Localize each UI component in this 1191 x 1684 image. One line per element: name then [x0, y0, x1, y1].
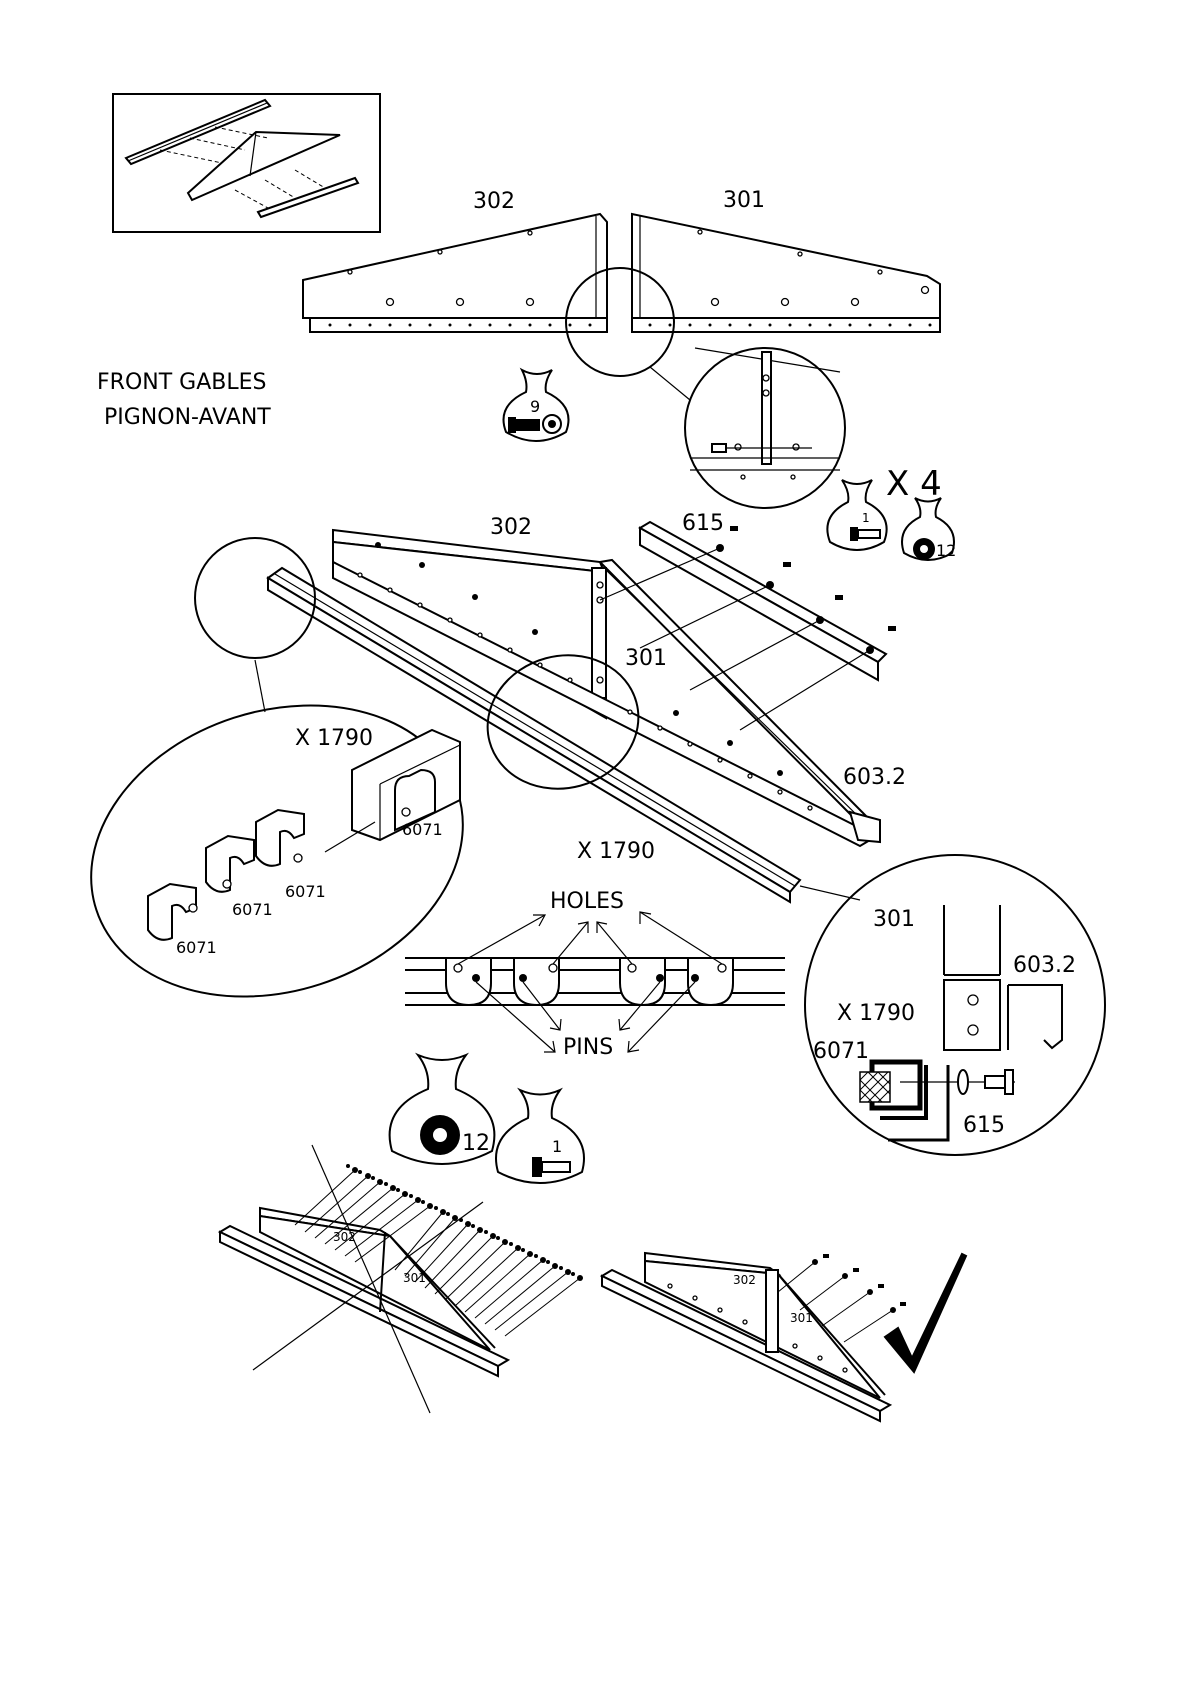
- label-301-correct: 301: [790, 1311, 813, 1325]
- quantity-x1790-detail: X 1790: [295, 726, 373, 751]
- bolt-icon: [508, 417, 540, 433]
- bag-count-washer-top: 12: [936, 541, 956, 560]
- bag-count-screw: 1: [552, 1137, 562, 1156]
- label-615-main: 615: [682, 511, 724, 536]
- label-6071-c: 6071: [232, 900, 273, 919]
- bag-count-bolt-nut: 9: [530, 397, 540, 416]
- label-6071-d: 6071: [176, 938, 217, 957]
- label-302-top: 302: [473, 189, 515, 214]
- label-6032-detail: 603.2: [1013, 953, 1076, 978]
- label-6071-b: 6071: [285, 882, 326, 901]
- parts-bag-bolt-nut: 9: [504, 370, 569, 441]
- slider-piece: [256, 810, 304, 866]
- bag-count-washer: 12: [462, 1131, 490, 1156]
- title-fr: PIGNON-AVANT: [104, 405, 271, 430]
- screw-icon: [850, 527, 880, 541]
- title-en: FRONT GABLES: [97, 370, 266, 395]
- label-6032-main: 603.2: [843, 765, 906, 790]
- parts-bag-screw: 1: [496, 1090, 584, 1183]
- slider-piece: [206, 836, 254, 892]
- slider-detail: [53, 659, 501, 1043]
- parts-bag-washer-top: 12: [902, 498, 956, 560]
- label-302-main: 302: [490, 515, 532, 540]
- label-615-detail: 615: [963, 1113, 1005, 1138]
- washer-icon: [913, 538, 935, 560]
- washer-icon: [420, 1115, 460, 1155]
- holes-pins-diagram: [405, 912, 785, 1052]
- label-302-correct: 302: [733, 1273, 756, 1287]
- label-6071-detail: 6071: [813, 1039, 869, 1064]
- parts-bag-screw-top: 1: [827, 480, 886, 550]
- quantity-x4: X 4: [886, 464, 942, 504]
- label-302-incorrect: 302: [333, 1230, 356, 1244]
- overview-inset: [113, 94, 380, 232]
- gable-301-top: [632, 214, 940, 332]
- screw-icon: [985, 1070, 1013, 1094]
- callout-holes: HOLES: [550, 889, 624, 914]
- slider-piece: [148, 884, 197, 940]
- assembly-incorrect: [220, 1145, 583, 1413]
- label-301-main: 301: [625, 646, 667, 671]
- joint-detail: [685, 348, 845, 508]
- parts-bag-washer: 12: [390, 1055, 495, 1164]
- label-301-detail: 301: [873, 907, 915, 932]
- bag-count-screw-top: 1: [862, 511, 870, 525]
- quantity-x1790-main: X 1790: [577, 839, 655, 864]
- label-301-incorrect: 301: [403, 1271, 426, 1285]
- checkmark-icon: [885, 1254, 966, 1372]
- label-301-top: 301: [723, 188, 765, 213]
- callout-pins: PINS: [563, 1035, 613, 1060]
- label-6071-a: 6071: [402, 820, 443, 839]
- quantity-x1790-detail-right: X 1790: [837, 1001, 915, 1026]
